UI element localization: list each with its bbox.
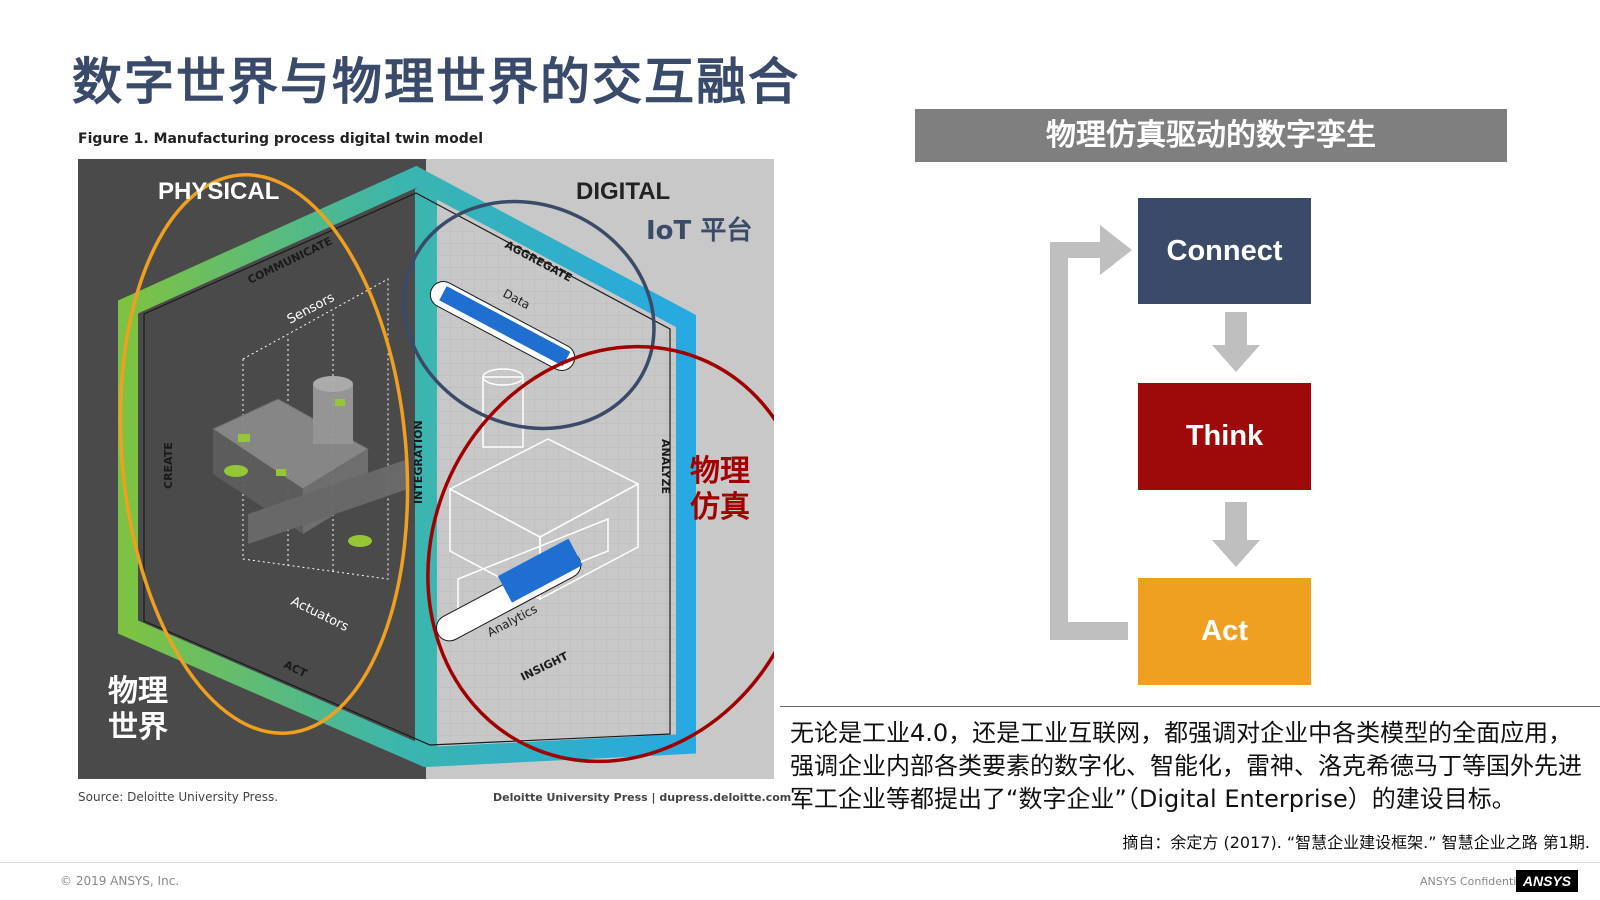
- sim-label-line2: 仿真: [690, 490, 750, 525]
- analytics-bar: [435, 538, 583, 642]
- physical-world-ellipse: [118, 173, 410, 735]
- feedback-loop-arrow: [1050, 225, 1132, 640]
- copyright: © 2019 ANSYS, Inc.: [60, 874, 180, 888]
- ansys-logo: ANSYS: [1516, 870, 1578, 892]
- citation: 摘自：余定方 (2017). “智慧企业建设框架.” 智慧企业之路 第1期.: [1122, 833, 1590, 852]
- footer-divider: [0, 862, 1600, 863]
- physical-label: PHYSICAL: [158, 178, 279, 205]
- connect-box: Connect: [1138, 198, 1311, 304]
- act-box: Act: [1138, 578, 1311, 685]
- arrow-think-to-act: [1212, 502, 1260, 567]
- body-paragraph: 无论是工业4.0，还是工业互联网，都强调对企业中各类模型的全面应用，强调企业内部…: [790, 719, 1582, 813]
- twin-loop-outer: [118, 165, 696, 768]
- confidential-label: ANSYS Confidential: [1420, 875, 1527, 888]
- edge-integration: INTEGRATION: [412, 420, 425, 504]
- right-panel-header: 物理仿真驱动的数字孪生: [915, 109, 1507, 162]
- sensor-frame: [242, 278, 389, 580]
- arrow-connect-to-think: [1212, 312, 1260, 372]
- slide-title: 数字世界与物理世界的交互融合: [72, 53, 800, 111]
- edge-create: CREATE: [162, 442, 175, 489]
- figure-source: Source: Deloitte University Press.: [78, 790, 279, 804]
- edge-analyze: ANALYZE: [659, 439, 672, 494]
- physical-machine: [211, 376, 408, 547]
- twin-loop-inner: [143, 192, 671, 746]
- figure-caption: Figure 1. Manufacturing process digital …: [78, 131, 484, 147]
- divider-line: [780, 706, 1600, 707]
- world-label-line2: 世界: [108, 710, 168, 745]
- digital-label: DIGITAL: [576, 178, 670, 205]
- sim-label-line1: 物理: [690, 454, 750, 489]
- digital-twin-figure: PHYSICAL DIGITAL IoT 平台 物理 仿真 物理 世界 COMM…: [78, 159, 774, 779]
- world-label-line1: 物理: [108, 674, 168, 709]
- flow-arrows: [1050, 225, 1260, 640]
- figure-credit: Deloitte University Press | dupress.delo…: [493, 791, 792, 804]
- simulation-ellipse: [426, 344, 774, 764]
- data-bar: [429, 281, 576, 371]
- iot-platform-ellipse: [402, 199, 656, 431]
- iot-label: IoT 平台: [646, 215, 752, 246]
- think-box: Think: [1138, 383, 1311, 490]
